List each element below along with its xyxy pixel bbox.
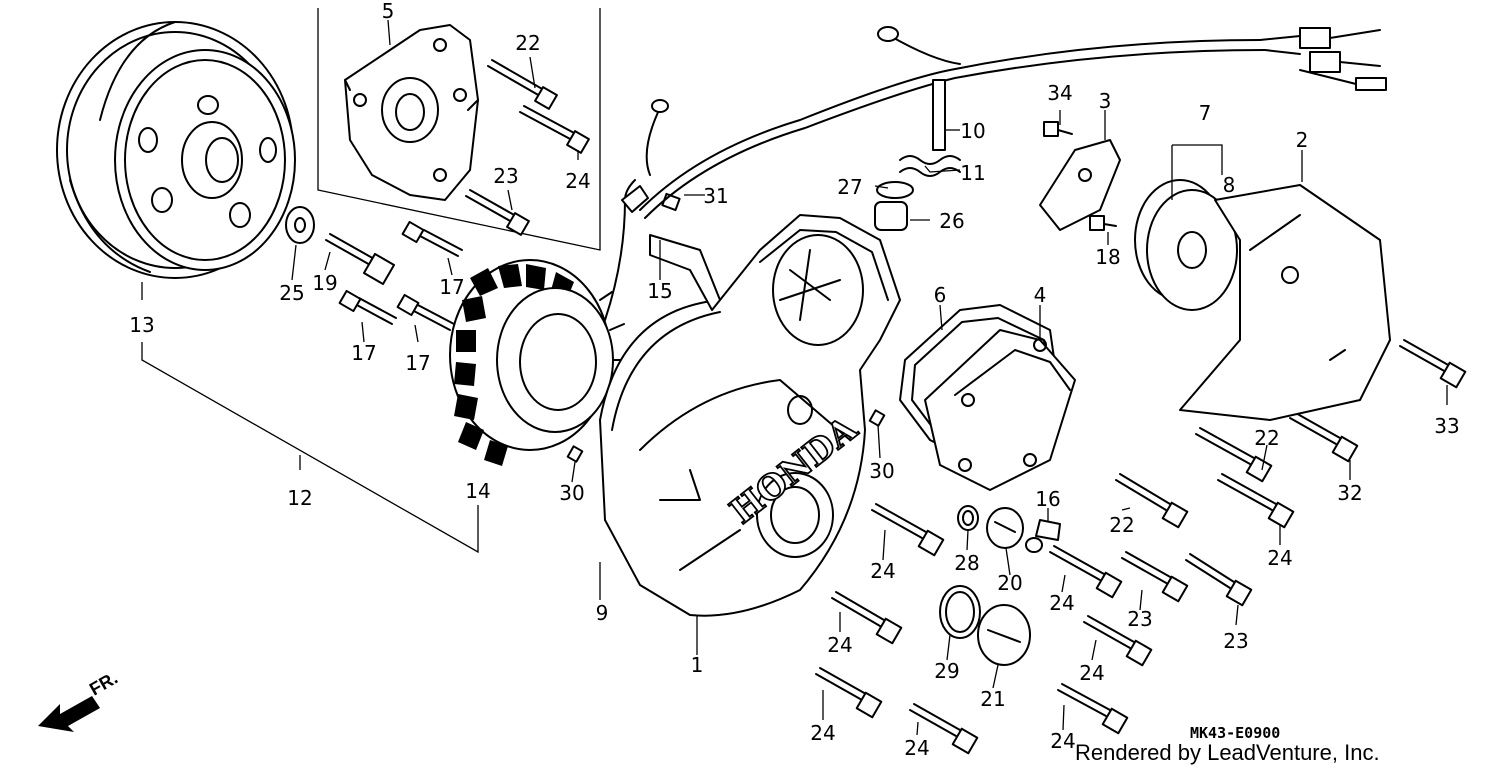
part-label-24-a: 24	[565, 169, 590, 193]
part-label-29: 29	[934, 659, 959, 683]
part-label-26: 26	[939, 209, 964, 233]
part-label-20: 20	[997, 571, 1022, 595]
part-label-9: 9	[596, 601, 609, 625]
part-label-27: 27	[837, 175, 862, 199]
part-label-24-h: 24	[904, 736, 929, 760]
part-label-5: 5	[382, 0, 395, 23]
part-label-18: 18	[1095, 245, 1120, 269]
part-label-25: 25	[279, 281, 304, 305]
part-label-13: 13	[129, 313, 154, 337]
part-label-31: 31	[703, 184, 728, 208]
direction-label: FR.	[86, 668, 121, 700]
part-label-24-i: 24	[1050, 729, 1075, 753]
front-direction-indicator: FR.	[38, 668, 121, 732]
right-parts-drawing	[1039, 139, 1391, 421]
part-label-23-b: 23	[1127, 607, 1152, 631]
part-label-24-f: 24	[1079, 661, 1104, 685]
part-label-7: 7	[1199, 101, 1212, 125]
arrow-left-icon	[38, 696, 100, 732]
part-label-23-c: 23	[1223, 629, 1248, 653]
part-label-15: 15	[647, 279, 672, 303]
part-label-34: 34	[1047, 81, 1072, 105]
plugs-drawing	[939, 505, 1061, 666]
inset-box-5	[317, 8, 601, 251]
part-label-17-c: 17	[405, 351, 430, 375]
render-credit: Rendered by LeadVenture, Inc.	[1075, 740, 1380, 765]
bolts-drawing	[285, 59, 1467, 755]
gasket-and-cover-drawing	[899, 304, 1076, 491]
part-label-11: 11	[960, 161, 985, 185]
part-label-24-c: 24	[1049, 591, 1074, 615]
part-label-24-g: 24	[810, 721, 835, 745]
part-label-14: 14	[465, 479, 490, 503]
part-label-21: 21	[980, 687, 1005, 711]
part-label-3: 3	[1099, 89, 1112, 113]
part-label-16: 16	[1035, 487, 1060, 511]
part-labels: 1 2 3 4 5 6 7 8 9 10 11 12 13 14 15 16 1…	[129, 0, 1459, 760]
part-label-24-e: 24	[827, 633, 852, 657]
part-label-8: 8	[1223, 173, 1236, 197]
part-label-19: 19	[312, 271, 337, 295]
part-label-6: 6	[934, 283, 947, 307]
crankcase-cover-drawing: HONDA	[599, 26, 1387, 617]
part-label-12: 12	[287, 486, 312, 510]
part-label-33: 33	[1434, 414, 1459, 438]
part-label-23-a: 23	[493, 164, 518, 188]
leader-lines	[141, 19, 1448, 736]
part-label-10: 10	[960, 119, 985, 143]
diagram-code: MK43-E0900	[1190, 724, 1280, 742]
stator-drawing	[449, 179, 636, 466]
part-label-22-a: 22	[515, 31, 540, 55]
part-label-24-d: 24	[870, 559, 895, 583]
part-label-4: 4	[1034, 283, 1047, 307]
part-label-22-b: 22	[1254, 426, 1279, 450]
part-label-17-b: 17	[351, 341, 376, 365]
part-label-28: 28	[954, 551, 979, 575]
part-label-32: 32	[1337, 481, 1362, 505]
part-label-30-a: 30	[559, 481, 584, 505]
part-label-17-a: 17	[439, 275, 464, 299]
part-label-22-c: 22	[1109, 513, 1134, 537]
part-label-30-b: 30	[869, 459, 894, 483]
part-label-24-b: 24	[1267, 546, 1292, 570]
part-label-2: 2	[1296, 128, 1309, 152]
part-label-1: 1	[691, 653, 704, 677]
flywheel-drawing	[56, 21, 296, 279]
